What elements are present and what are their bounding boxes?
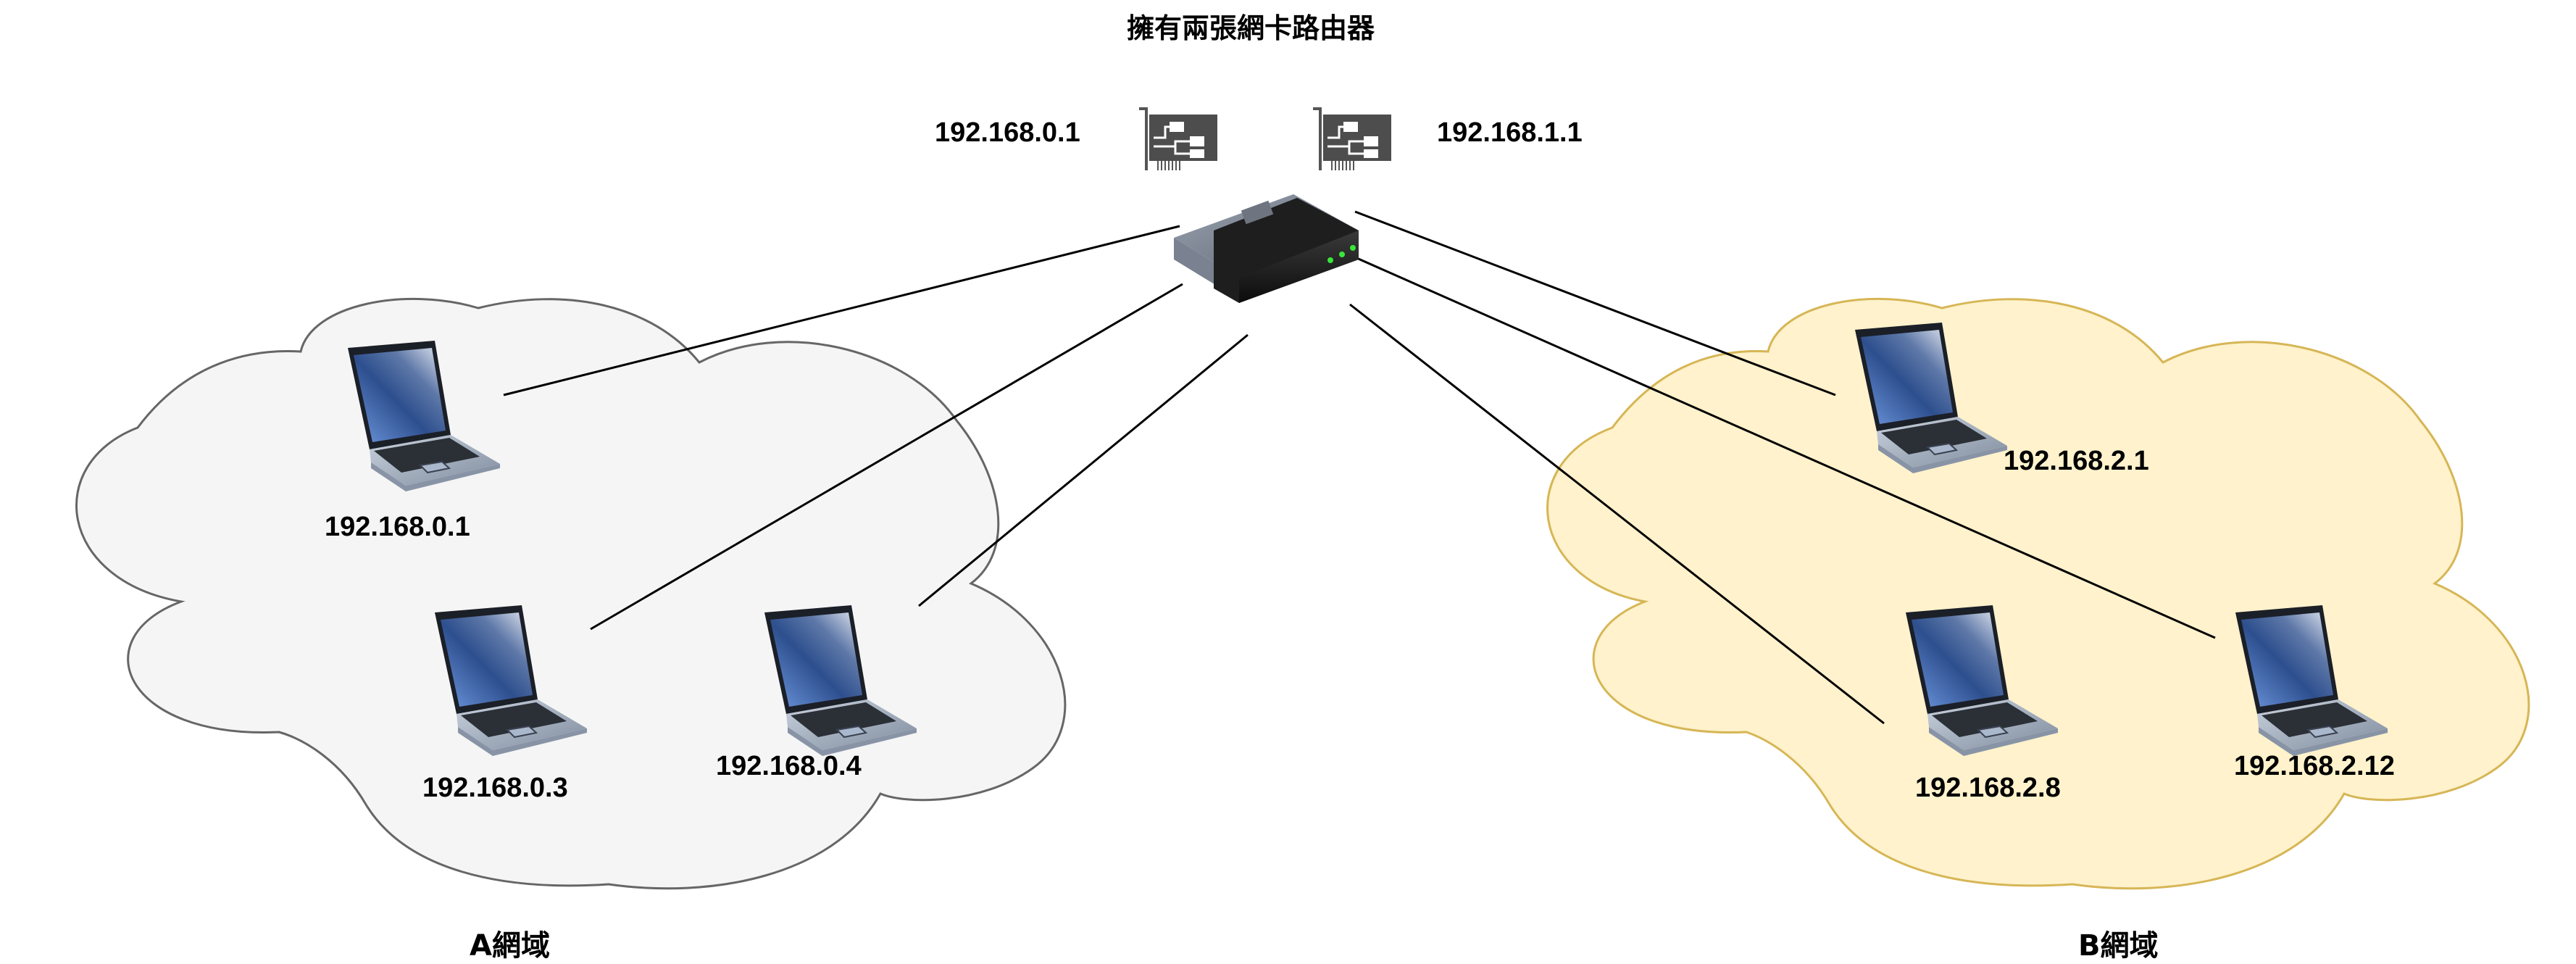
link-router-192.168.0.3 [590,283,1183,631]
network-card-icon [1138,107,1219,172]
link-router-192.168.2.1 [1354,210,1836,396]
host-ip-label: 192.168.2.8 [1915,773,2061,803]
link-router-192.168.2.8 [1349,303,1885,725]
nic-ip-label: 192.168.1.1 [1437,117,1583,148]
link-router-192.168.0.4 [918,333,1249,607]
host-ip-label: 192.168.0.1 [325,512,470,542]
link-router-192.168.2.12 [1354,256,2216,639]
host-ip-label: 192.168.0.3 [422,773,568,803]
network-a-label: A網域 [470,929,550,963]
nic-ip-label: 192.168.0.1 [935,117,1080,148]
host-ip-label: 192.168.2.1 [2004,446,2149,476]
network-card-icon [1312,107,1393,172]
diagram-title: 擁有兩張網卡路由器 [1127,12,1375,44]
network-b-label: B網域 [2078,929,2159,963]
connections [503,210,2216,725]
host-ip-label: 192.168.2.12 [2234,751,2395,781]
router-icon[interactable] [1174,194,1359,303]
host-ip-label: 192.168.0.4 [716,751,862,781]
network-cloud-a [75,297,1067,890]
link-router-192.168.0.1 [503,225,1180,396]
